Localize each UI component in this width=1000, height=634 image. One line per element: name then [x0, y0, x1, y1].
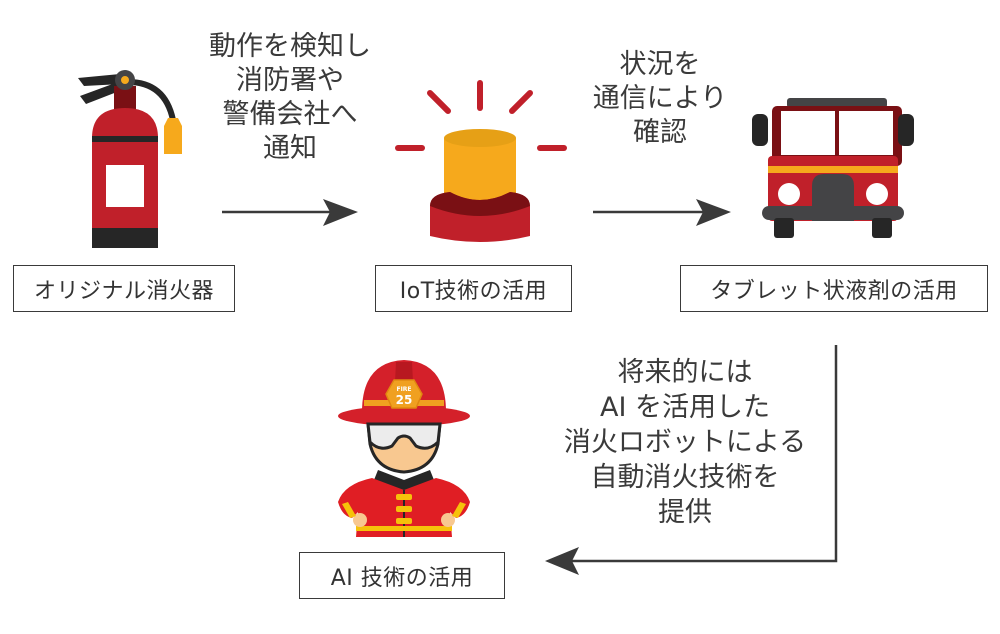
caption-line: 自動消火技術を	[590, 462, 780, 493]
caption-confirm-status: 状況を 通信により 確認	[570, 48, 750, 150]
label-text: IoT技術の活用	[399, 278, 548, 304]
caption-line: 確認	[633, 117, 687, 148]
label-tablet-agent: タブレット状液剤の活用	[680, 265, 988, 312]
label-iot-technology: IoT技術の活用	[375, 265, 572, 312]
firefighter-icon: FIRE 25	[338, 360, 470, 537]
badge-number: 25	[396, 393, 413, 407]
caption-line: 提供	[658, 497, 712, 528]
caption-line: AI を活用した	[599, 392, 770, 423]
label-ai-technology: AI 技術の活用	[299, 552, 505, 599]
label-original-extinguisher: オリジナル消火器	[13, 265, 235, 312]
caption-line: 消防署や	[236, 65, 344, 96]
caption-line: 通信により	[592, 83, 728, 114]
caption-line: 警備会社へ	[222, 99, 358, 130]
label-text: AI 技術の活用	[330, 565, 474, 591]
caption-detect-notify: 動作を検知し 消防署や 警備会社へ 通知	[190, 30, 390, 166]
fire-truck-icon	[752, 98, 914, 238]
label-text: タブレット状液剤の活用	[710, 278, 958, 304]
alarm-beacon-icon	[395, 80, 567, 242]
badge-text: FIRE	[396, 386, 411, 393]
arrow-iot-to-tablet	[593, 199, 731, 226]
caption-line: 状況を	[619, 49, 701, 80]
caption-line: 動作を検知し	[209, 31, 371, 62]
arrow-tablet-to-ai	[545, 345, 838, 575]
caption-line: 将来的には	[617, 357, 753, 388]
caption-line: 通知	[263, 133, 317, 164]
caption-future-ai: 将来的には AI を活用した 消火ロボットによる 自動消火技術を 提供	[555, 355, 815, 530]
caption-line: 消火ロボットによる	[563, 427, 807, 458]
arrow-extinguisher-to-iot	[222, 199, 358, 226]
fire-extinguisher-icon	[78, 70, 182, 248]
label-text: オリジナル消火器	[33, 278, 214, 304]
